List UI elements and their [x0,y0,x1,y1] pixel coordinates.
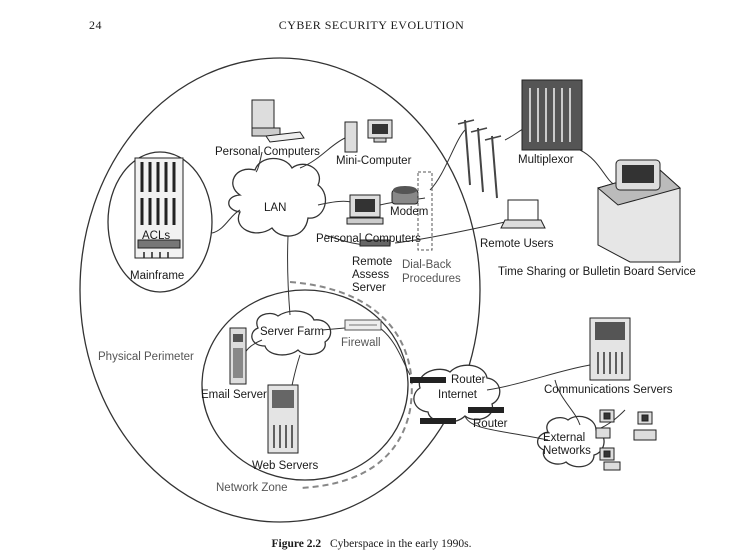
label-server-farm: Server Farm [260,326,324,338]
mini-computer [344,119,393,153]
label-assess-line2: Assess [352,269,389,281]
page-header: 24 CYBER SECURITY EVOLUTION [0,18,743,36]
caption-text: Cyberspace in the early 1990s. [330,538,472,550]
label-networks-line2: Networks [543,445,591,457]
label-communications-servers: Communications Servers [544,384,673,396]
personal-computer-mid [346,194,384,225]
label-dial-back-line1: Dial-Back [402,259,451,271]
personal-computer-top [251,99,305,143]
web-servers-tower [267,384,299,454]
label-dial-back-line2: Procedures [402,273,461,285]
external-network-pcs [595,409,657,471]
mainframe-cabinet [134,157,184,259]
label-mini-computer: Mini-Computer [336,155,412,167]
external-networks-cloud [537,415,605,468]
label-router-1: Router [451,374,486,386]
mainframe-enclosure [107,151,213,293]
label-mainframe: Mainframe [130,270,184,282]
firewall-device [344,319,382,331]
time-sharing-machine [596,159,682,263]
label-physical-perimeter: Physical Perimeter [98,351,194,363]
dial-back-column [417,171,433,251]
modem-phone [391,186,419,205]
label-acls: ACLs [142,230,170,242]
email-server-tower [229,327,247,385]
telephone-poles [457,119,502,199]
label-router-2: Router [473,418,508,430]
caption-label: Figure 2.2 [271,538,322,550]
page-number: 24 [89,18,102,32]
running-head: CYBER SECURITY EVOLUTION [278,18,465,32]
label-remote-line1: Remote [352,256,392,268]
remote-users-laptop [500,199,546,229]
label-firewall: Firewall [341,337,381,349]
multiplexor-device [521,79,583,151]
lan-cloud [228,157,327,237]
label-personal-computers-mid: Personal Computers [316,233,421,245]
figure-caption: Figure 2.2 Cyberspace in the early 1990s… [0,538,743,550]
label-lan: LAN [264,202,286,214]
label-multiplexor: Multiplexor [518,154,574,166]
remote-assess-server-device [359,239,391,247]
communications-server [589,317,631,381]
label-modem: Modem [390,206,428,218]
router-devices [410,377,504,424]
label-network-zone: Network Zone [216,482,288,494]
label-email-server: Email Server [201,389,267,401]
label-web-servers: Web Servers [252,460,319,472]
server-farm-cloud [251,310,332,356]
network-zone-boundary [201,289,409,481]
label-time-sharing: Time Sharing or Bulletin Board Service [498,266,696,278]
physical-perimeter-boundary [79,57,481,523]
label-server-line3: Server [352,282,386,294]
label-internet: Internet [438,389,478,401]
label-external-line1: External [543,432,585,444]
label-remote-users: Remote Users [480,238,554,250]
label-personal-computers-top: Personal Computers [215,146,320,158]
network-zone-dashed [289,281,413,489]
